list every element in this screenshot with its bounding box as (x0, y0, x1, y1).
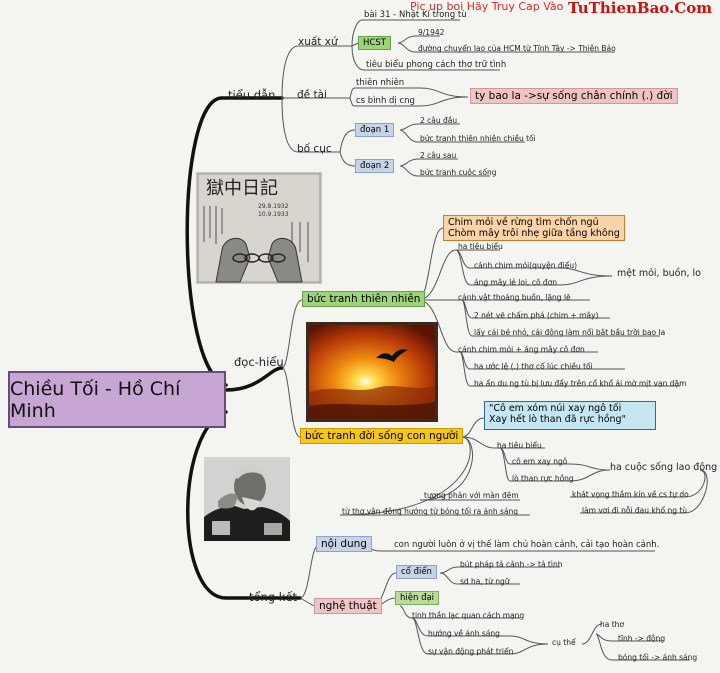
node-tn-contrast[interactable]: lấy cái bé nhỏ, cái động làm nổi bật bầu… (474, 328, 666, 337)
node-ds-movement[interactable]: từ thơ vận động hướng từ bóng tối ra ánh… (342, 507, 519, 516)
node-ds-life[interactable]: ha cuộc sống lao động (610, 462, 718, 473)
node-tn-strokes[interactable]: 2 nét vẽ chấm phá (chim + mây) (474, 311, 599, 320)
node-hien-dai-1[interactable]: tinh thần lạc quan cách mạng (412, 611, 525, 620)
node-cs-binh-di[interactable]: cs bình dị cng (356, 96, 415, 106)
branch-tieu-dan[interactable]: tiểu dẫn (228, 88, 276, 102)
node-hien-dai-3[interactable]: sự vận động phát triển (428, 647, 514, 656)
node-bo-cuc[interactable]: bố cục (297, 143, 332, 155)
node-cu-the[interactable]: cụ thể (552, 638, 576, 647)
root-topic[interactable]: Chiều Tối - Hồ Chí Minh (8, 371, 226, 428)
node-tn-wish[interactable]: ha ước lệ (.) thơ cổ lúc chiều tối (474, 362, 593, 371)
node-ha-tho[interactable]: ha thơ (600, 620, 625, 629)
bird-icon (376, 349, 408, 362)
poem-quote-2-line-1: "Cô em xóm núi xay ngô tối (489, 403, 622, 414)
poem-quote-1-line-1: Chim mỏi về rừng tìm chốn ngủ (448, 217, 599, 228)
node-xuat-xu[interactable]: xuất xứ (298, 36, 338, 48)
node-co-dien[interactable]: cổ điển (396, 565, 437, 579)
node-doan-2-lines[interactable]: 2 câu sau (420, 151, 457, 160)
site-name: TuThienBao.Com (568, 0, 713, 17)
node-tn-cloud[interactable]: áng mây lẻ loi, cô đơn (474, 278, 558, 287)
node-hien-dai[interactable]: hiện đại (395, 591, 440, 605)
node-de-tai-summary[interactable]: ty bao la ->sự sống chân chính (.) đời (470, 88, 678, 104)
sunset-bird-image (306, 322, 438, 422)
node-thien-nhien[interactable]: thiên nhiên (356, 78, 405, 88)
node-ds-ha-tieu-bieu[interactable]: ha tiêu biểu (497, 441, 542, 450)
node-buc-tranh-doi-song[interactable]: bức tranh đời sống con người (300, 428, 464, 444)
node-ds-contrast[interactable]: tương phản với màn đêm (424, 491, 519, 500)
branch-tong-ket[interactable]: tổng kết (249, 590, 298, 604)
node-co-dien-1[interactable]: bút pháp tả cảnh -> tả tình (460, 560, 563, 569)
node-bong-toi[interactable]: bóng tối -> ánh sáng (618, 653, 698, 662)
node-ds-forget[interactable]: làm vơi đi nỗi đau khổ ng tù (582, 506, 688, 515)
node-nghe-thuat[interactable]: nghệ thuật (314, 598, 382, 614)
node-doan-1-lines[interactable]: 2 câu đầu (420, 116, 458, 125)
node-tn-bird-cloud[interactable]: cánh chim mỏi + áng mây cô đơn (458, 345, 585, 354)
diary-title-art: 獄中日記 (206, 178, 278, 199)
node-tn-ha-tieu-bieu[interactable]: ha tiêu biểu (458, 242, 503, 251)
node-ds-girl[interactable]: cô em xay ngô (512, 457, 568, 466)
node-hcst[interactable]: HCST (358, 36, 391, 50)
portrait-photo-image (204, 457, 290, 541)
node-doan-2-desc[interactable]: bức tranh cuộc sống (420, 168, 497, 177)
poem-quote-1-line-2: Chòm mây trôi nhẹ giữa tầng không (448, 228, 620, 239)
prison-diary-image: 獄中日記 29.8.1932 10.9.1933 (196, 172, 322, 284)
svg-text:29.8.1932: 29.8.1932 (258, 203, 289, 210)
branch-doc-hieu[interactable]: đọc-hiểu (234, 355, 284, 369)
node-noi-dung[interactable]: nội dung (316, 536, 372, 552)
node-tn-feeling[interactable]: ha ẩn du ng tù bị lưu đầy trên cổ khổ ải… (474, 379, 687, 388)
node-source[interactable]: bài 31 - Nhật Kí trong tù (364, 10, 467, 20)
node-buc-tranh-thien-nhien[interactable]: bức tranh thiên nhiên (302, 291, 426, 307)
node-doan-1-desc[interactable]: bức tranh thiên nhiên chiều tối (420, 134, 536, 143)
node-doan-1[interactable]: đoạn 1 (355, 123, 395, 137)
poem-quote-2-line-2: Xay hết lò than đã rực hồng" (489, 414, 626, 425)
node-ds-longing[interactable]: khát vọng thầm kín về cs tự do (572, 490, 689, 499)
node-noi-dung-text[interactable]: con người luôn ở vị thế làm chủ hoàn cản… (394, 540, 660, 550)
node-doan-2[interactable]: đoạn 2 (355, 159, 395, 173)
upload-note: Pic up boi Hãy Truy Cap Vào (410, 0, 564, 13)
node-poem-quote-1[interactable]: Chim mỏi về rừng tìm chốn ngủ Chòm mây t… (443, 215, 625, 241)
node-de-tai[interactable]: đề tài (297, 89, 327, 101)
node-poem-quote-2[interactable]: "Cô em xóm núi xay ngô tối Xay hết lò th… (484, 401, 656, 430)
node-co-dien-2[interactable]: sd ha, từ ngữ (460, 577, 510, 586)
node-style[interactable]: tiêu biểu phong cách thơ trữ tình (366, 60, 507, 70)
node-tn-bird[interactable]: cánh chim mỏi(quyện điểu) (474, 261, 578, 270)
node-hcst-date[interactable]: 9/1942 (418, 28, 445, 37)
node-tn-scene[interactable]: cảnh vật thoáng buồn, lặng lẽ (458, 293, 571, 302)
node-hcst-route[interactable]: đường chuyển lao của HCM từ Tĩnh Tây -> … (418, 44, 616, 53)
node-tinh-dong[interactable]: tĩnh -> động (618, 634, 666, 643)
node-tn-mood[interactable]: mệt mỏi, buồn, lo (617, 268, 701, 279)
svg-text:10.9.1933: 10.9.1933 (258, 211, 289, 218)
node-ds-fire[interactable]: lò than rực hồng (512, 474, 574, 483)
node-hien-dai-2[interactable]: hướng về ánh sáng (428, 629, 500, 638)
